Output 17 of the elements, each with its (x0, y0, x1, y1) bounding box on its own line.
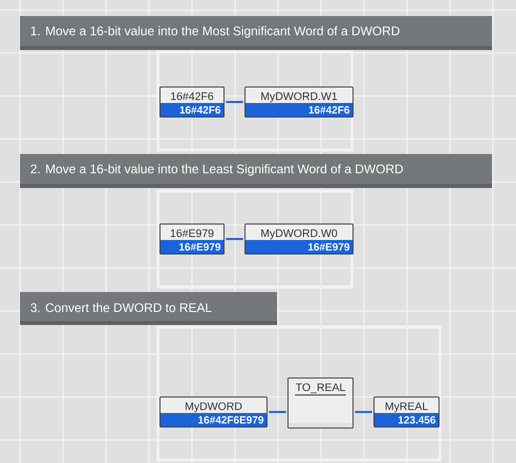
variable-box: 16#E979 16#E979 (160, 224, 224, 254)
network-frame (156, 326, 442, 462)
function-block: TO_REAL (288, 378, 354, 428)
variable-box: MyDWORD.W0 16#E979 (244, 224, 354, 254)
variable-box: MyDWORD 16#42F6E979 (160, 396, 268, 428)
wire (226, 101, 243, 103)
section-header: 3. Convert the DWORD to REAL (20, 292, 277, 325)
section-header: 1. Move a 16-bit value into the Most Significant Word of a DWORD (20, 16, 492, 50)
variable-box: 16#42F6 16#42F6 (160, 86, 224, 118)
variable-box: MyREAL 123.456 (374, 396, 440, 428)
section-header: 2. Move a 16-bit value into the Least Significant Word of a DWORD (20, 154, 492, 188)
network-frame (156, 190, 354, 288)
wire (355, 411, 372, 413)
wire (269, 411, 286, 413)
variable-box: MyDWORD.W1 16#42F6 (244, 86, 354, 118)
network-frame (156, 50, 354, 152)
wire (226, 238, 243, 240)
